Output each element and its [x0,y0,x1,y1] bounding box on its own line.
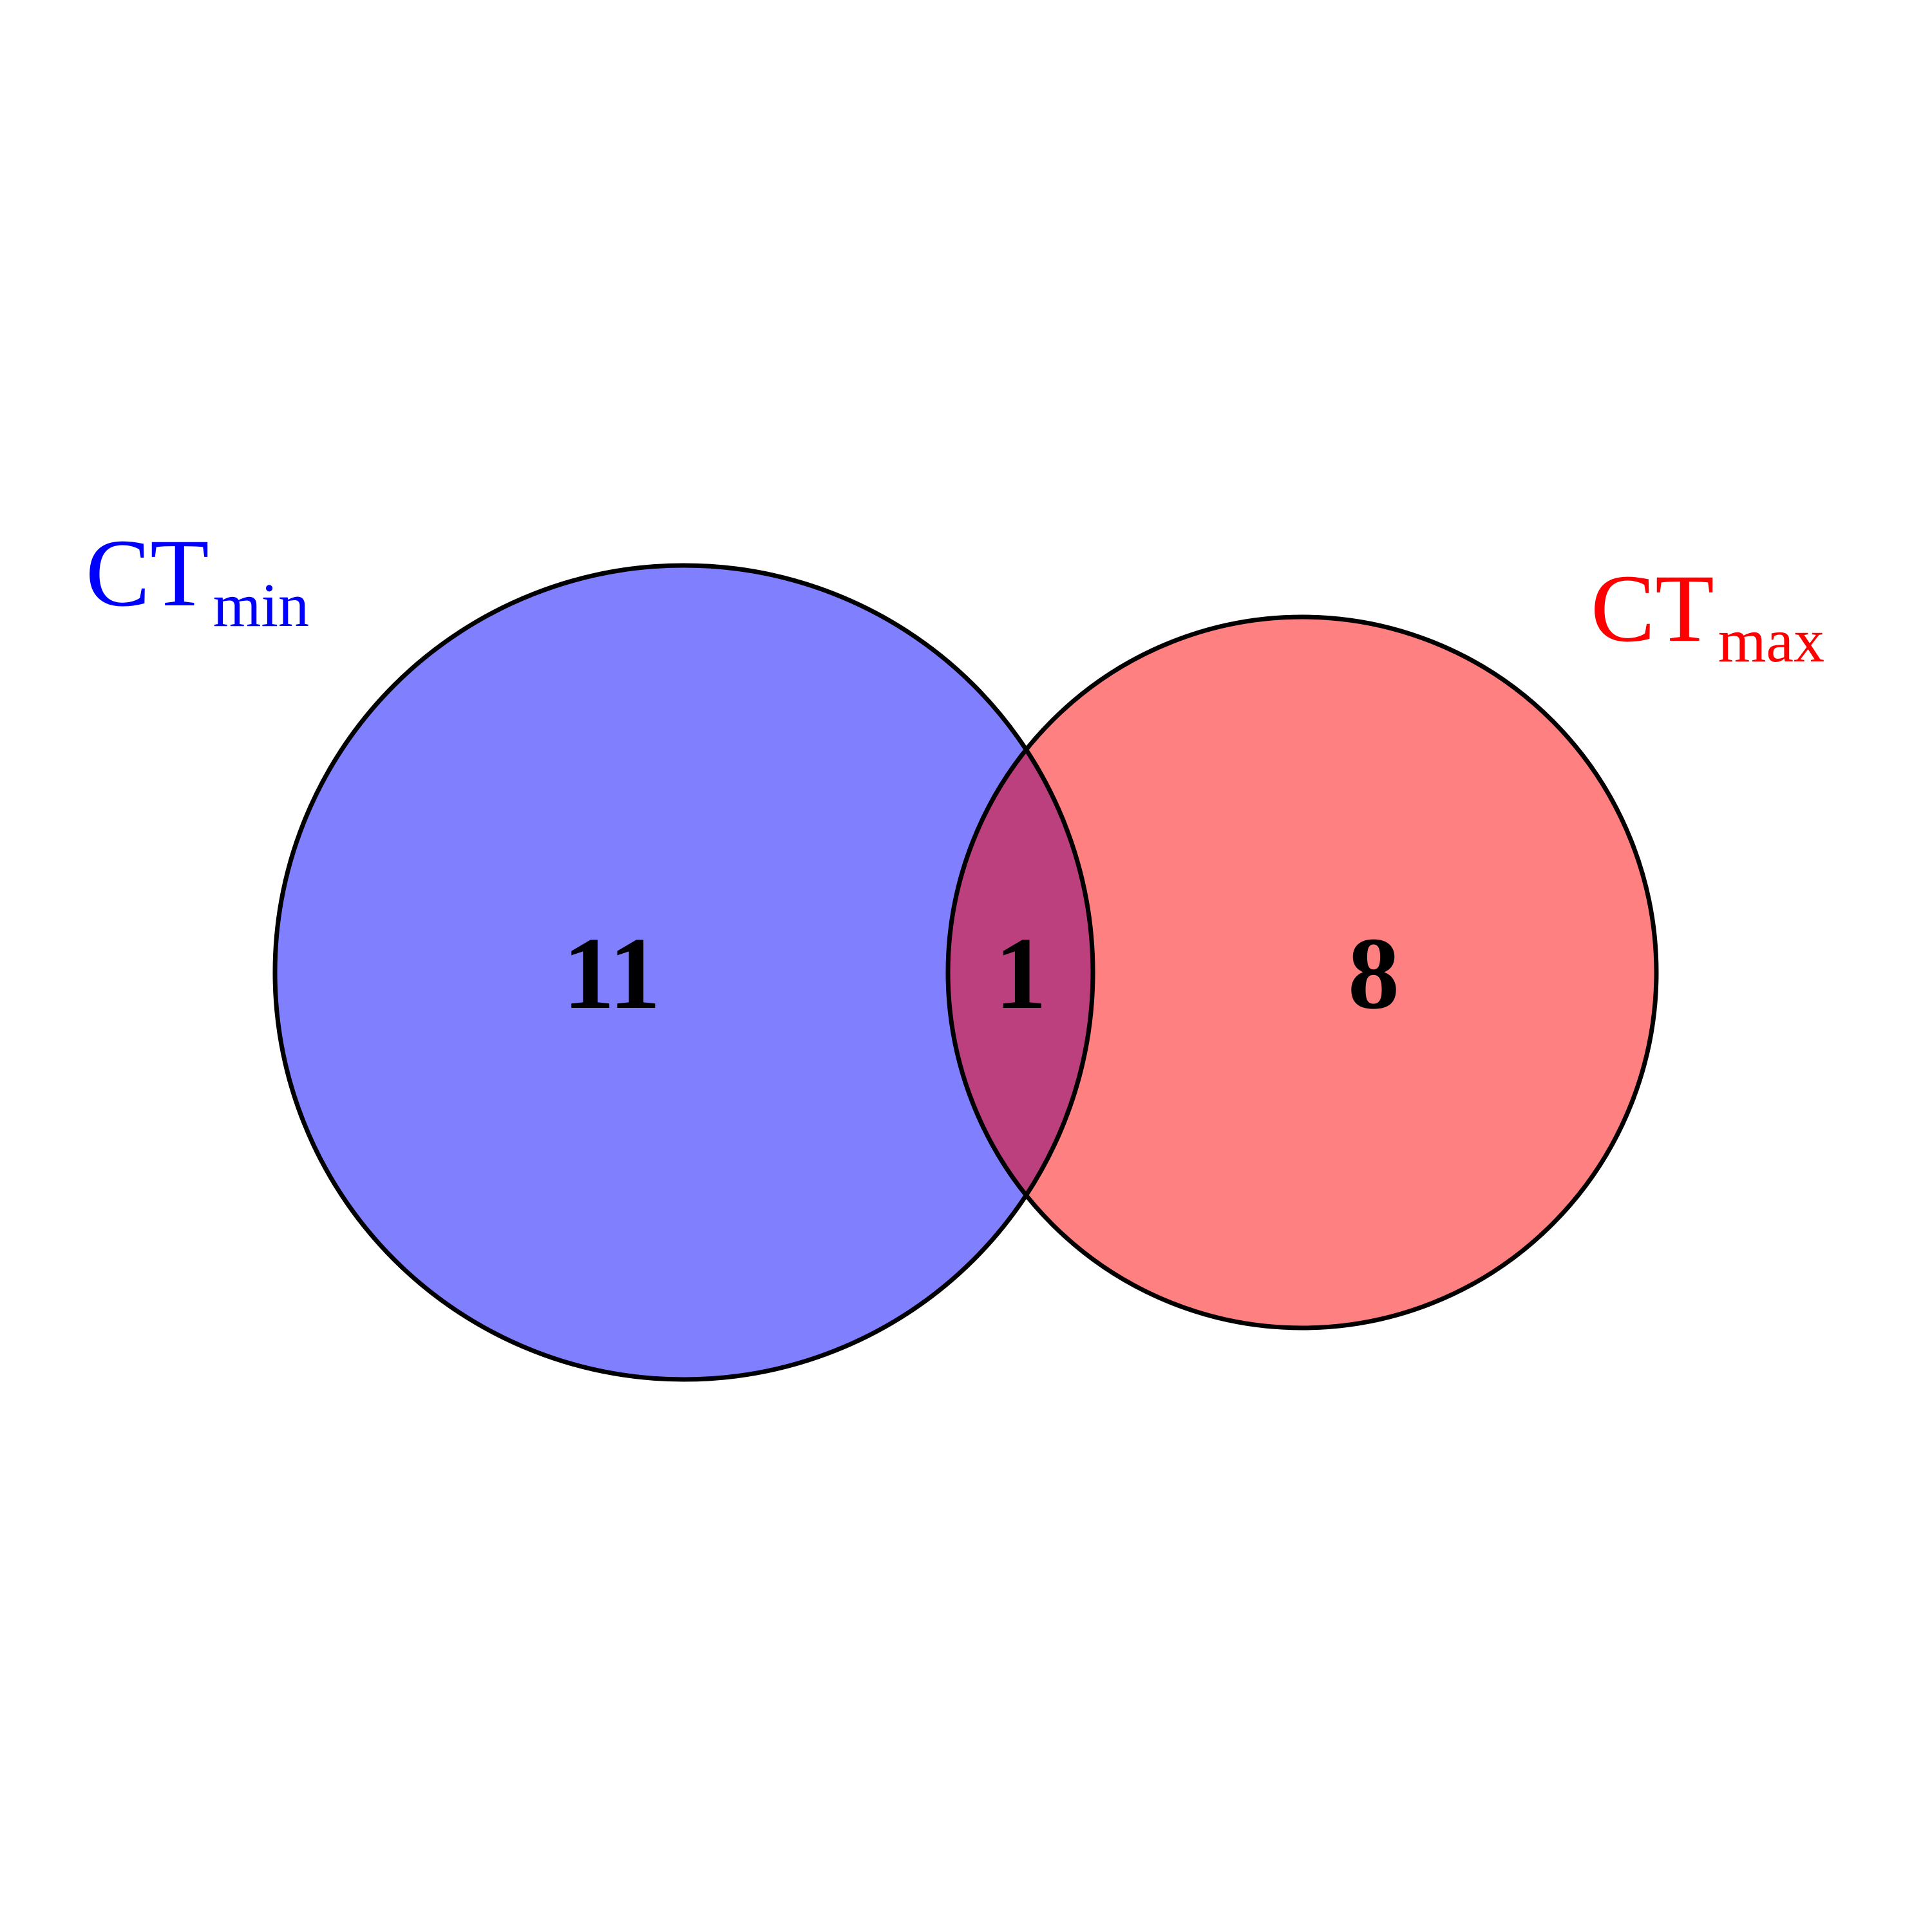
ct-max-label-sub: max [1718,606,1824,675]
ct-min-label: CTmin [86,520,309,639]
count-ct-min-only: 11 [563,916,660,1030]
ct-max-label-main: CT [1591,555,1714,662]
ct-max-label: CTmax [1591,555,1824,675]
count-intersection: 1 [995,916,1046,1030]
ct-min-outline [272,563,1095,1382]
ct-min-label-sub: min [213,571,309,639]
ct-min-circle [275,565,1093,1379]
count-ct-max-only: 8 [1348,916,1399,1030]
ct-max-outline [945,614,1659,1331]
ct-min-label-main: CT [86,520,209,627]
ct-max-circle [948,617,1656,1328]
